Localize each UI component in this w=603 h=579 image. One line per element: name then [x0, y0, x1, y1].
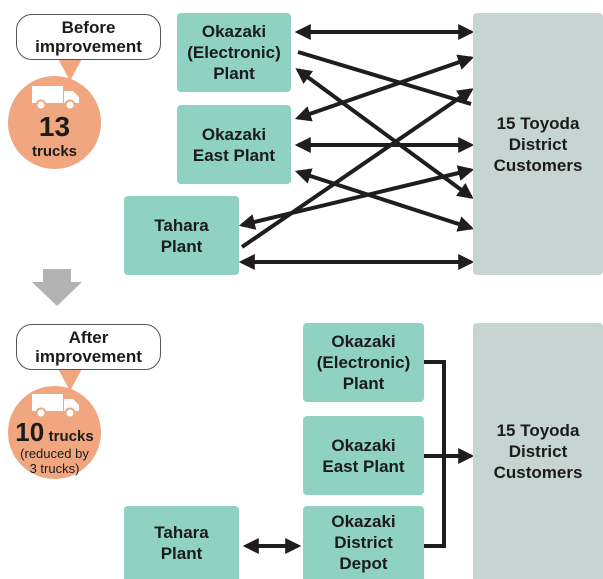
after-connectors [242, 360, 475, 554]
after-customers: 15 Toyoda District Customers [473, 323, 603, 579]
connector-electronic-to-hub [424, 360, 446, 456]
before-truck-badge: 13 trucks [8, 76, 101, 169]
connector-depot-to-hub [424, 456, 446, 548]
after-plant-east: Okazaki East Plant [303, 416, 424, 495]
before-label: Before improvement [16, 14, 161, 60]
before-truck-unit: trucks [31, 143, 78, 160]
before-plant-east: Okazaki East Plant [177, 105, 291, 184]
down-arrow-icon [32, 269, 82, 306]
arrow-tahara-customers [238, 165, 475, 230]
before-customers: 15 Toyoda District Customers [473, 13, 603, 275]
after-truck-count: 10 trucks [15, 417, 94, 447]
arrow-east-customers [294, 54, 475, 122]
arrow-tahara-customers-3 [240, 88, 474, 249]
after-plant-electronic: Okazaki (Electronic) Plant [303, 323, 424, 402]
before-plant-tahara: Tahara Plant [124, 196, 239, 275]
after-plant-tahara: Tahara Plant [124, 506, 239, 579]
before-plant-electronic: Okazaki (Electronic) Plant [177, 13, 291, 92]
before-truck-count: 13 [38, 111, 71, 142]
after-depot: Okazaki District Depot [303, 506, 424, 579]
truck-icon [32, 394, 79, 419]
before-arrows [238, 24, 475, 270]
truck-icon [32, 86, 79, 111]
arrow-electronic-customers-2 [297, 50, 472, 106]
after-reduction-note: (reduced by 3 trucks) [20, 446, 89, 476]
callout-pointer [56, 55, 84, 81]
callout-pointer [56, 365, 84, 391]
after-label: After improvement [16, 324, 161, 370]
after-truck-badge: 10 trucks (reduced by 3 trucks) [8, 386, 101, 479]
